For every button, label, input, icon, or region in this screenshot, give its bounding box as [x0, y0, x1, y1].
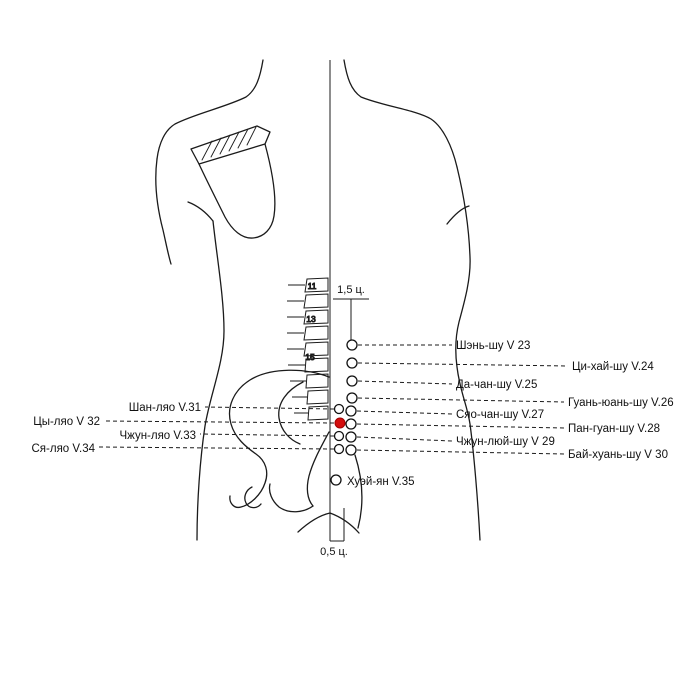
label-v35: Хуэй-ян V.35: [347, 476, 415, 488]
pointer-line-v34: [98, 446, 335, 450]
ischium-line: [268, 483, 314, 513]
pointer-line-v30: [356, 449, 565, 455]
acupoint-v24: [346, 357, 358, 369]
vertebra: [306, 389, 329, 405]
vertebra-number-1: 11: [308, 281, 317, 291]
acupoint-v30: [345, 444, 357, 456]
pointer-line-v27: [356, 410, 453, 415]
scapula: [190, 125, 276, 239]
acupoint-v27: [345, 405, 357, 417]
acupoint-v31: [333, 403, 345, 415]
dimension-label-bottom: 0,5 ц.: [320, 546, 348, 558]
label-v31: Шан-ляо V.31: [129, 402, 201, 414]
label-v29: Чжун-люй-шу V 29: [456, 436, 555, 448]
point-labels: Шэнь-шу V 23 Ци-хай-шу V.24 Да-чан-шу V.…: [32, 340, 674, 488]
armpit-crease-left: [187, 201, 214, 222]
label-v27: Сяо-чан-шу V.27: [456, 409, 544, 421]
armpit-crease-right: [446, 205, 470, 225]
vertebra: [304, 277, 329, 293]
acupoint-v32-highlighted: [334, 417, 346, 429]
acupoint-v26: [346, 392, 358, 404]
label-v32: Цы-ляо V 32: [33, 416, 100, 428]
acupoint-v29: [345, 431, 357, 443]
label-v28: Пан-гуан-шу V.28: [568, 423, 660, 435]
pointer-line-v24: [357, 362, 569, 367]
dimension-label-top: 1,5 ц.: [337, 284, 365, 296]
vertebra: [303, 293, 329, 309]
label-v33: Чжун-ляо V.33: [119, 430, 196, 442]
neck-line-left: [156, 59, 264, 160]
pelvis: [228, 369, 363, 534]
gluteal-line-left: [297, 512, 331, 533]
vertebra: [303, 309, 329, 325]
vertebra: [303, 341, 329, 357]
label-v24: Ци-хай-шу V.24: [572, 361, 654, 373]
pointer-line-v31: [204, 406, 335, 410]
acupoint-v23: [346, 339, 358, 351]
gluteal-line-right: [354, 454, 363, 529]
label-v34: Ся-ляо V.34: [32, 443, 96, 455]
ilium-outer-line: [228, 369, 330, 509]
pointer-line-v29: [356, 436, 453, 442]
pointer-lines: [98, 344, 569, 455]
vertebra-number-2: 13: [306, 314, 316, 324]
vertebrae-column: 11 13 15: [287, 277, 329, 421]
pointer-line-v28: [356, 423, 565, 429]
arm-line-left: [155, 158, 172, 265]
acupoint-v34: [333, 443, 345, 455]
acupoint-v35: [330, 474, 342, 486]
torso-line-left: [196, 220, 225, 541]
acupoints: [330, 339, 358, 486]
ischium-detail: [244, 486, 262, 509]
pointer-line-v25: [357, 380, 453, 385]
label-v25: Да-чан-шу V.25: [456, 379, 537, 391]
vertebra: [307, 405, 329, 421]
pointer-line-v26: [357, 397, 565, 403]
ilium-inner-line: [278, 381, 304, 445]
pointer-line-v33: [199, 433, 335, 437]
sacrum-edge-line: [306, 431, 330, 507]
neck-line-right: [343, 59, 458, 168]
vertebra-number-3: 15: [305, 352, 315, 362]
acupoint-v33: [333, 430, 345, 442]
torso-line-right: [455, 166, 481, 541]
label-v23: Шэнь-шу V 23: [456, 340, 530, 352]
acupoint-v28: [345, 418, 357, 430]
label-v30: Бай-хуань-шу V 30: [568, 449, 668, 461]
gluteal-line-center: [329, 512, 360, 534]
scapula-spine: [190, 125, 271, 165]
vertebra: [304, 357, 329, 373]
vertebra: [303, 325, 329, 341]
scapula-hatching: [201, 126, 257, 161]
dimension-markers: [330, 298, 369, 542]
pointer-line-v32: [103, 420, 335, 424]
body-outline: [155, 59, 481, 541]
scapula-body: [198, 143, 276, 239]
label-v26: Гуань-юань-шу V.26: [568, 397, 674, 409]
acupoint-v25: [346, 375, 358, 387]
